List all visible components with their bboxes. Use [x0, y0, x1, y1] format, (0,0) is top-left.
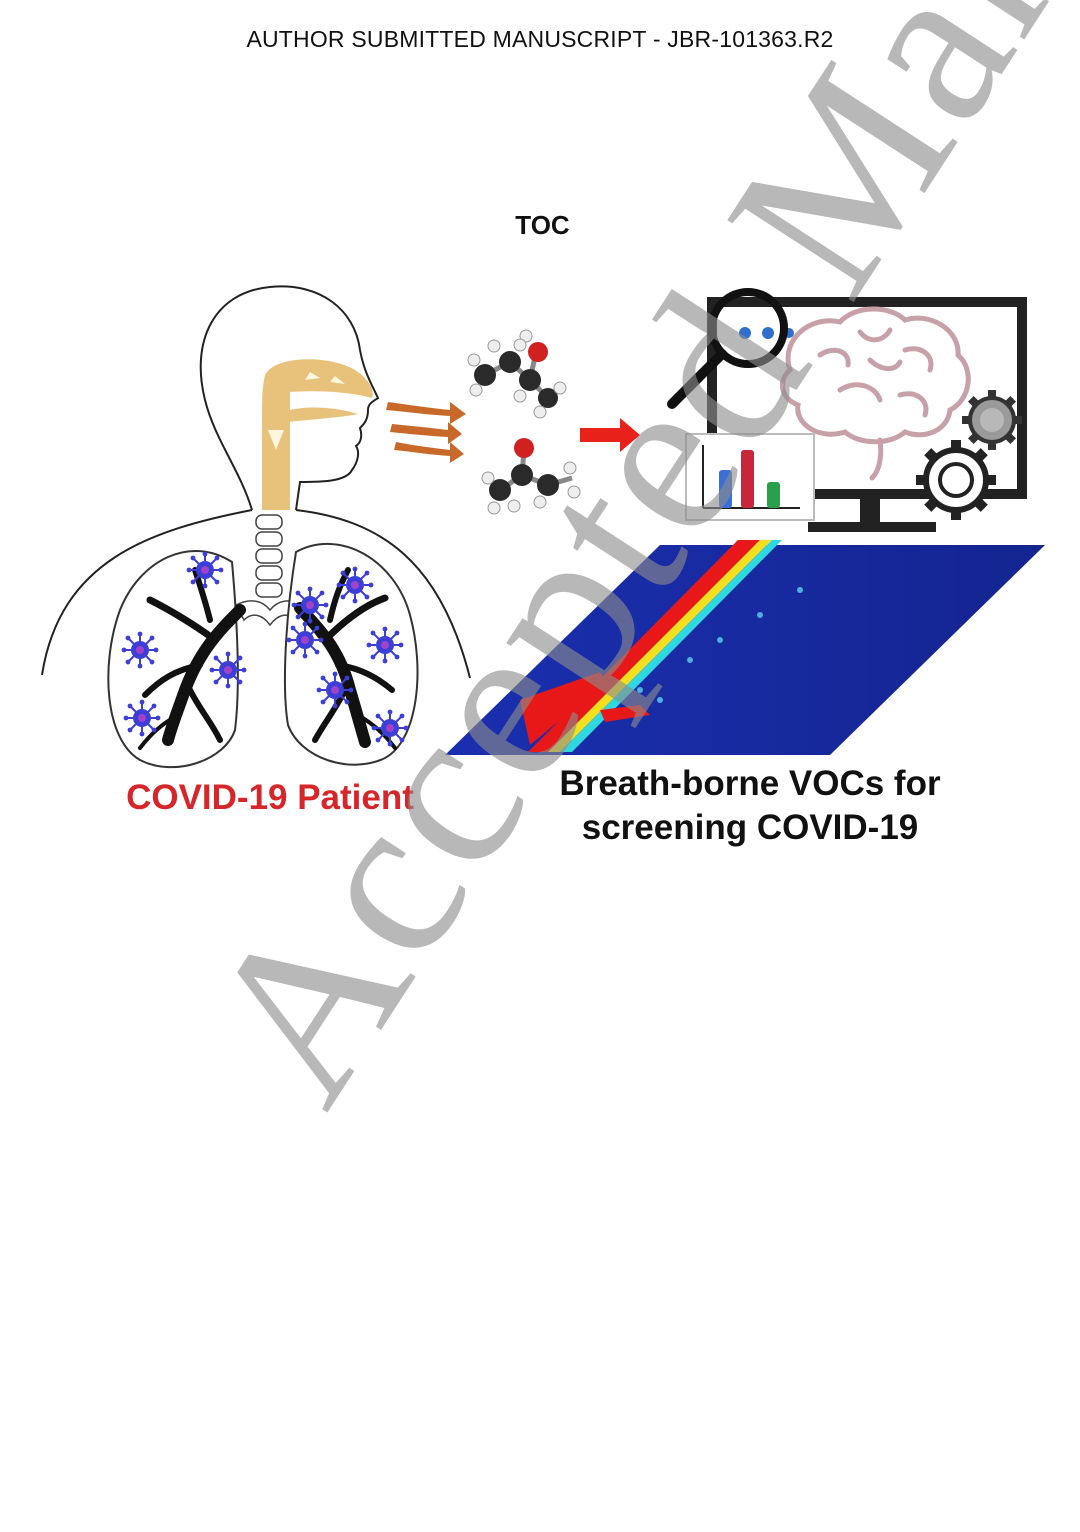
bar-chart-icon — [685, 433, 815, 521]
magnifier-icon — [667, 288, 788, 409]
breath-vocs-label-line1: Breath-borne VOCs for — [559, 764, 941, 803]
covid-patient-label: COVID-19 Patient — [126, 778, 414, 817]
breath-vocs-label-line2: screening COVID-19 — [581, 808, 919, 847]
lungs — [107, 542, 419, 769]
running-header: AUTHOR SUBMITTED MANUSCRIPT - JBR-101363… — [246, 26, 834, 52]
monitor-icon — [667, 288, 1027, 532]
toc-heading: TOC — [515, 210, 570, 240]
molecule-icon-alcohol — [467, 329, 567, 419]
human-silhouette — [41, 285, 471, 679]
red-arrow-icon — [580, 418, 640, 452]
breath-arrows — [386, 402, 466, 463]
molecule-icon-ketone — [481, 438, 581, 515]
brain-icon — [780, 306, 971, 481]
gear-icon — [916, 390, 1022, 520]
airway — [234, 359, 373, 627]
breath-vocs-label: Breath-borne VOCs for screening COVID-19 — [520, 762, 980, 850]
gc-heatmap-image — [445, 540, 1045, 755]
